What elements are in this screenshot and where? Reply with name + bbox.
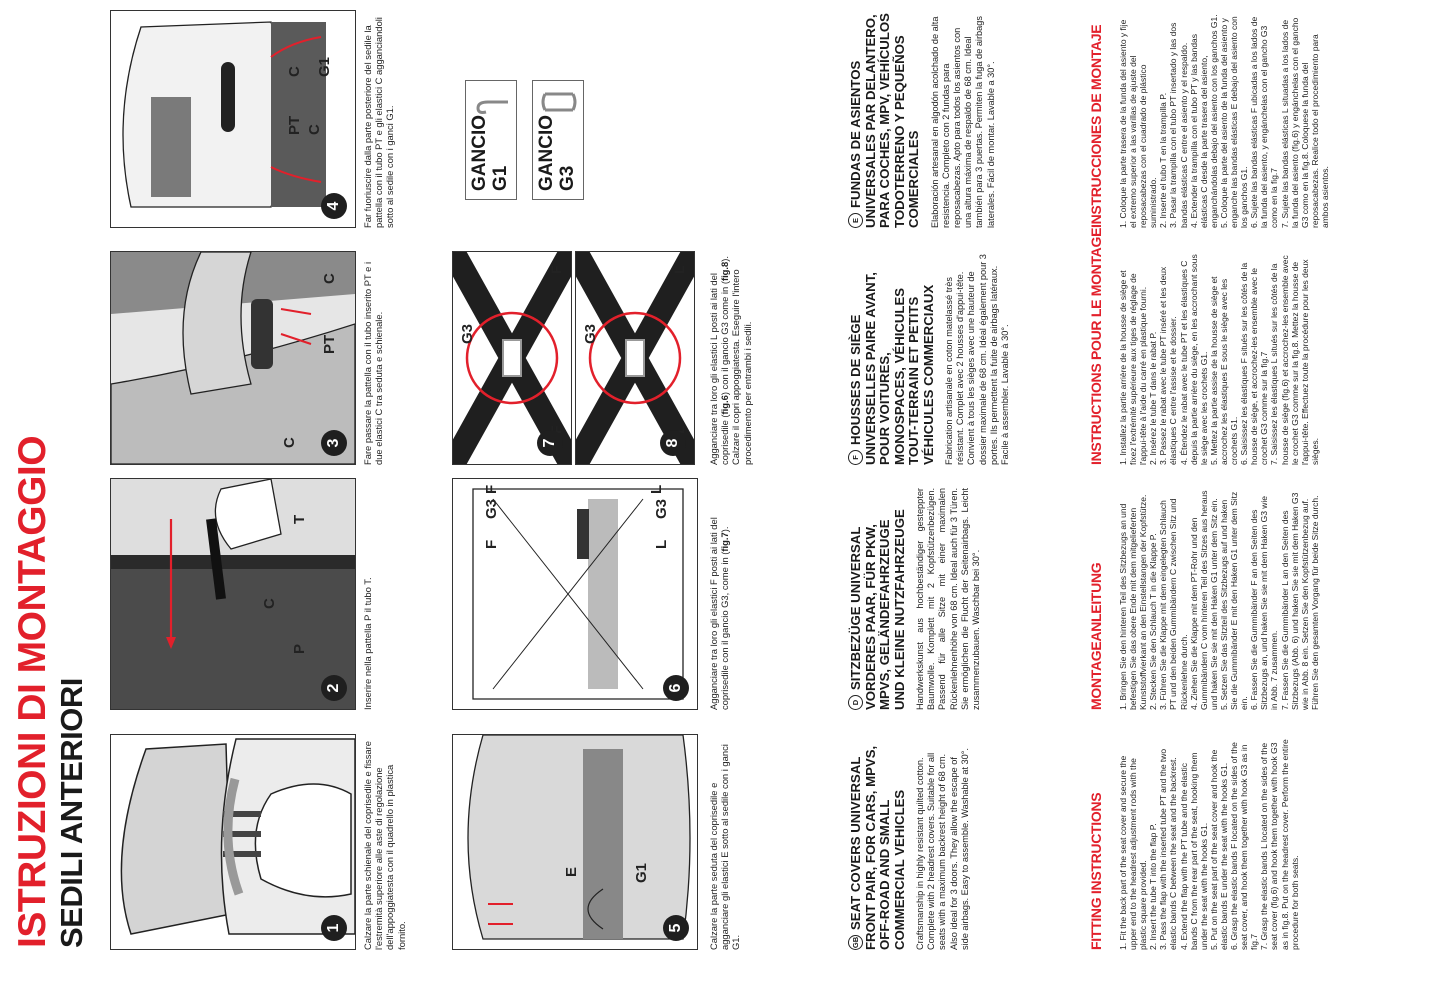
- fig-1: 1: [110, 734, 356, 950]
- instructions-gb-heading: FITTING INSTRUCTIONS: [1088, 792, 1104, 950]
- instructions-e-heading: INSTRUCCIONES DE MONTAJE: [1088, 24, 1104, 228]
- e-step: 6. Sujete las bandas elásticas F ubicada…: [1249, 16, 1280, 228]
- f-step: 4. Étendez le rabat avec le tube PT et l…: [1178, 254, 1209, 465]
- hook-g1-box: GANCIO G1: [465, 80, 517, 200]
- instructions-e-steps: 1. Coloque la parte trasera de la funda …: [1118, 12, 1330, 228]
- d-step: 3. Führen Sie die Klappe mit dem eingele…: [1158, 498, 1189, 710]
- d-step: 5. Setzen Sie das Sitzteil des Sitzbezug…: [1218, 491, 1250, 710]
- e-step: 3. Pasar la trampilla con el tubo PT ins…: [1168, 22, 1189, 228]
- gb-step: 5. Put on the seat part of the seat cove…: [1208, 749, 1229, 950]
- gb-step: 6. Grasp the elastic bands F located on …: [1229, 742, 1260, 950]
- d-step: 7. Fassen Sie die Gummibänder L an den S…: [1279, 492, 1320, 710]
- e-step: 4. Extender la trampilla con el tubo PT …: [1188, 14, 1219, 228]
- f-step: 2. Insérez le tube T dans le rabat P.: [1148, 331, 1159, 465]
- instructions-f: INSTRUCTIONS POUR LE MONTAGE 1. Installe…: [1088, 227, 1320, 465]
- instructions-f-steps: 1. Installez la partie arrière de la hou…: [1118, 253, 1320, 465]
- fig-6: F G3 F L G3 L 6: [452, 478, 698, 710]
- fig-7: G3 F F 7: [452, 251, 572, 465]
- fig-4: C PT C G1 4: [110, 10, 356, 228]
- instructions-gb: FITTING INSTRUCTIONS 1. Fit the back par…: [1088, 738, 1300, 950]
- f-step: 7. Saisissez les élastiques L situés sur…: [1269, 255, 1320, 465]
- d-step: 4. Ziehen Sie die Klappe mit dem PT-Rohr…: [1188, 490, 1219, 710]
- hook-g3-box: GANCIO G3: [532, 80, 584, 200]
- f-step: 3. Passez le rabat avec le tube PT insér…: [1158, 266, 1179, 465]
- figures-row-2: E G1 5 F G3 F L G3 L 6: [452, 80, 753, 950]
- fig-8: G3 L L 8: [575, 251, 695, 465]
- gb-step: 7. Grasp the elastic bands L located on …: [1259, 739, 1300, 950]
- fig-3: C PT C 3: [110, 251, 356, 465]
- f-step: 1. Installez la partie arrière de la hou…: [1118, 270, 1149, 465]
- instructions-f-heading: INSTRUCTIONS POUR LE MONTAGE: [1088, 227, 1104, 465]
- e-step: 7. Sujete las bandas elásticas L situada…: [1279, 17, 1330, 228]
- e-step: 5. Coloque la parte del asiento de la fu…: [1218, 16, 1250, 228]
- gb-step: 1. Fit the back part of the seat cover a…: [1118, 755, 1149, 950]
- instructions-e: INSTRUCCIONES DE MONTAJE 1. Coloque la p…: [1088, 12, 1330, 228]
- instructions-d-steps: 1. Bringen Sie den hinteren Teil des Sit…: [1118, 488, 1320, 710]
- gb-step: 3. Pass the flap with the inserted tube …: [1158, 748, 1179, 950]
- gb-step: 2. Insert the tube T into the flap P.: [1148, 823, 1159, 950]
- f-step: 5. Mettez la partie assise de la housse …: [1208, 276, 1240, 465]
- figures-row-1: 1 T C P 2: [0, 0, 420, 1000]
- d-step: 2. Stecken Sie den Schlauch T in die Kla…: [1148, 533, 1159, 710]
- fig-5: E G1 5: [452, 734, 698, 950]
- instructions-gb-steps: 1. Fit the back part of the seat cover a…: [1118, 738, 1300, 950]
- d-step: 1. Bringen Sie den hinteren Teil des Sit…: [1118, 494, 1149, 710]
- e-step: 1. Coloque la parte trasera de la funda …: [1118, 19, 1159, 228]
- fig-2: T C P 2: [110, 478, 356, 710]
- instructions-d-heading: MONTAGEANLEITUNG: [1088, 562, 1104, 710]
- e-step: 2. Inserte el tubo T en la trampilla P.: [1158, 92, 1169, 228]
- instructions-d: MONTAGEANLEITUNG 1. Bringen Sie den hint…: [1088, 488, 1320, 710]
- d-step: 6. Fassen Sie die Gummibänder F an den S…: [1249, 495, 1280, 710]
- f-step: 6. Saisissez les élastiques F situés sur…: [1239, 262, 1270, 465]
- gb-step: 4. Extend the flap with the PT tube and …: [1178, 752, 1209, 951]
